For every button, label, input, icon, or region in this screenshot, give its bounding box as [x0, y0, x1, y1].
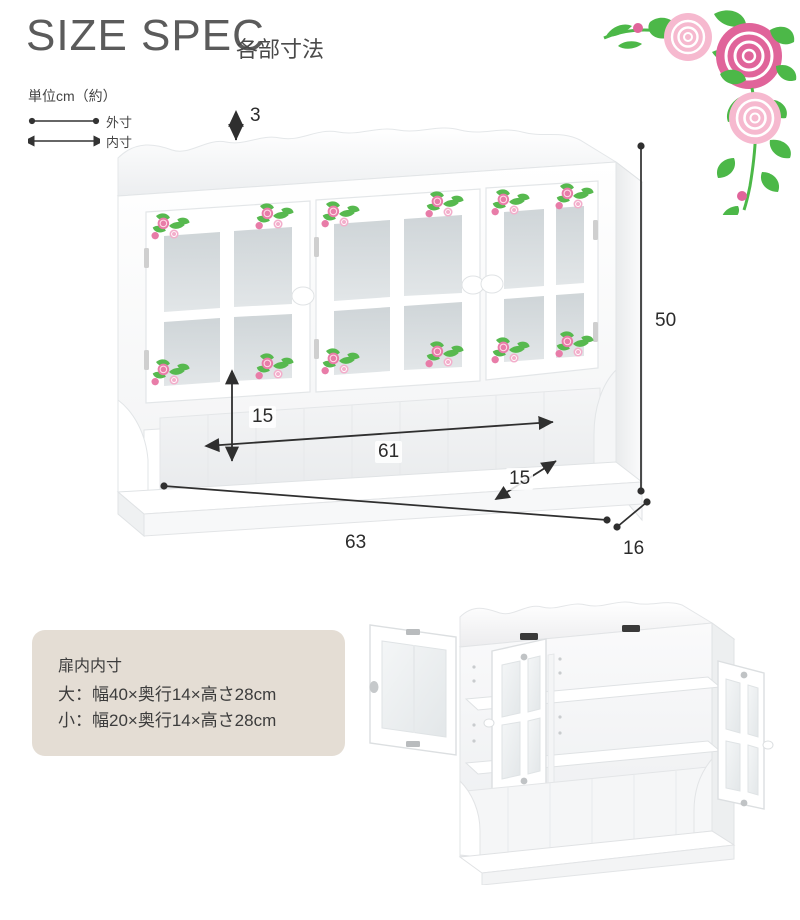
dim-line-inner-shelf-width	[204, 415, 554, 453]
cabinet-door-left[interactable]	[144, 200, 315, 404]
open-left-bracket	[459, 779, 481, 858]
dimension-annotations	[160, 110, 651, 531]
open-door-left-outer[interactable]	[369, 624, 457, 756]
leaf	[716, 158, 736, 178]
left-curved-bracket	[117, 398, 149, 505]
cabinet-door-middle[interactable]	[314, 188, 485, 393]
open-right-bracket	[693, 757, 713, 834]
leaf	[760, 172, 780, 192]
page-title: SIZE SPEC	[26, 11, 265, 60]
dim-label-inner-shelf-width: 61	[375, 441, 403, 463]
dim-label-inner-shelf-depth: 15	[506, 468, 534, 490]
hinge-block	[622, 625, 640, 632]
legend-item-outer: 外寸	[28, 113, 133, 130]
open-bead-board	[507, 771, 677, 853]
leaf	[722, 206, 739, 215]
page-subtitle: 各部寸法	[236, 37, 325, 62]
leaf	[769, 139, 791, 159]
cabinet-door-right[interactable]	[480, 180, 599, 381]
rose-bud	[737, 191, 747, 201]
dim-label-outer-height: 50	[652, 310, 680, 332]
open-door-left-inner[interactable]	[483, 638, 547, 796]
dim-label-outer-width: 63	[342, 532, 370, 554]
dim-label-rail-height: 3	[247, 105, 264, 127]
legend: 単位cm（約） 外寸 内寸	[28, 86, 132, 153]
arrow-ended-line-icon	[28, 135, 100, 147]
dim-label-outer-depth: 16	[620, 538, 648, 560]
info-box-line-large: 大：幅40×奥行14×高さ28cm	[58, 685, 277, 704]
rose-light-upper	[664, 13, 712, 61]
right-curved-bracket	[593, 368, 617, 491]
open-door-right[interactable]	[717, 660, 774, 810]
cabinet-illustration-open	[369, 601, 774, 885]
legend-unit-note: 単位cm（約）	[28, 88, 117, 104]
legend-label-inner: 内寸	[106, 134, 133, 150]
info-box-line-small: 小：幅20×奥行14×高さ28cm	[58, 711, 277, 731]
open-bottom-front-edge	[481, 844, 735, 885]
dot-ended-line-icon	[28, 117, 100, 125]
dim-label-inner-shelf-height: 15	[249, 406, 277, 428]
rose-deep-main	[716, 23, 797, 89]
dim-line-outer-depth	[616, 501, 648, 528]
rose-corner-ornament-icon	[603, 10, 797, 215]
info-box-heading: 扉内内寸	[58, 658, 123, 675]
leaf	[714, 10, 746, 27]
legend-label-outer: 外寸	[106, 114, 133, 130]
dim-line-outer-width	[163, 485, 608, 521]
legend-item-inner: 内寸	[28, 133, 133, 150]
rose-light-lower	[729, 92, 781, 144]
hinge-block	[520, 633, 538, 640]
shelf-peg-holes	[472, 657, 562, 743]
inner-dimension-info-box: 扉内内寸 大：幅40×奥行14×高さ28cm 小：幅20×奥行14×高さ28cm	[32, 630, 345, 756]
